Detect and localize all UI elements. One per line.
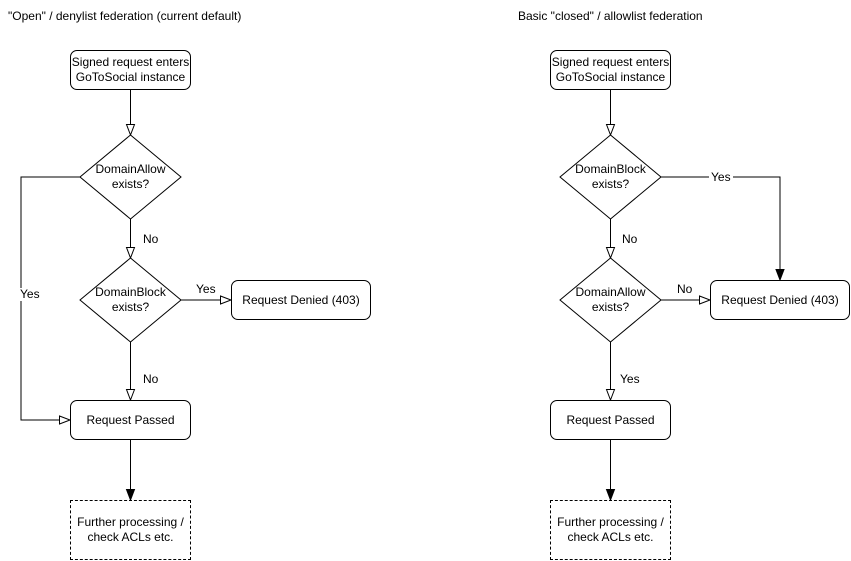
flowchart-title-open-denylist: "Open" / denylist federation (current de… [8, 9, 242, 23]
edge-decision1-yes-to-denied [661, 176, 785, 282]
decision-diamond-domainblock-left [79, 257, 182, 343]
node-further-processing-right: Further processing / check ACLs etc. [550, 500, 671, 560]
edge-label-no2-right: No [677, 282, 693, 296]
node-decision1-left-label: DomainAllow exists? [95, 162, 166, 191]
edge-label-no2-left: No [143, 372, 159, 386]
edge-label-no1-left: No [143, 232, 159, 246]
edges-closed-allowlist [605, 90, 785, 502]
edge-label-yes2-left: Yes [196, 282, 216, 296]
edge-label-yes2-right: Yes [620, 372, 640, 386]
node-request-passed-left: Request Passed [70, 400, 191, 440]
node-decision2-right-label: DomainAllow exists? [575, 285, 646, 314]
node-decision2-left-label: DomainBlock exists? [95, 285, 166, 314]
node-request-denied-left: Request Denied (403) [231, 280, 371, 320]
decision-diamond-domainblock-right [559, 134, 662, 220]
flowchart-title-closed-allowlist: Basic "closed" / allowlist federation [518, 9, 703, 23]
decision-diamond-domainallow-right [559, 257, 662, 343]
edge-label-yes1-right: Yes [709, 170, 733, 184]
node-start-left: Signed request enters GoToSocial instanc… [70, 50, 191, 90]
edge-label-yes-branch-left: Yes [18, 287, 42, 301]
decision-diamond-domainallow-left [79, 134, 182, 220]
node-start-right: Signed request enters GoToSocial instanc… [550, 50, 671, 90]
node-further-processing-left: Further processing / check ACLs etc. [70, 500, 191, 560]
node-request-passed-right: Request Passed [550, 400, 671, 440]
edge-label-no1-right: No [622, 232, 638, 246]
node-request-denied-right: Request Denied (403) [710, 280, 850, 320]
node-decision1-right-label: DomainBlock exists? [575, 162, 646, 191]
